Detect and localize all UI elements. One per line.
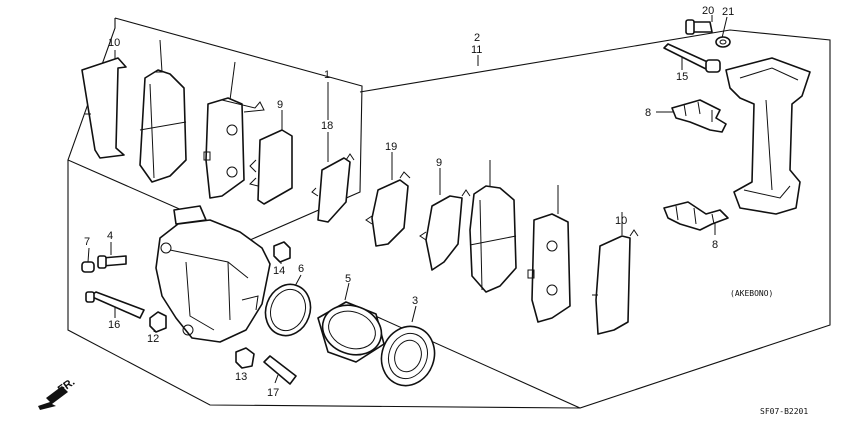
caliper-body-frame	[67, 160, 581, 409]
pad-clip-8-upper	[671, 99, 727, 133]
pad-9-upper	[203, 97, 265, 199]
shim-10-right	[592, 229, 639, 335]
shim-19	[365, 171, 411, 247]
callout-6: 6	[298, 263, 304, 275]
callout-labels: 10 9 1 18 19 9 10 2 11 8 8 15 20 21 7 4 …	[84, 5, 734, 399]
callout-9-upper: 9	[277, 99, 283, 111]
callout-2: 2	[474, 32, 480, 44]
bleeder-cap-7	[81, 261, 95, 273]
callout-8-upper: 8	[645, 107, 651, 119]
dust-boot-3	[380, 325, 436, 387]
pad-clip-8-lower	[663, 201, 729, 231]
callout-10-upper: 10	[108, 37, 120, 49]
callout-9-right: 9	[436, 157, 442, 169]
callout-21: 21	[722, 6, 734, 18]
callout-5: 5	[345, 273, 351, 285]
callout-11: 11	[471, 44, 482, 56]
pin-boot-13	[235, 347, 255, 369]
pin-bolt-16	[85, 291, 145, 319]
callout-15: 15	[676, 71, 688, 83]
piston-5	[317, 301, 385, 363]
callout-4: 4	[107, 230, 113, 242]
callout-7: 7	[84, 236, 90, 248]
pin-boot-12	[149, 311, 167, 333]
bleeder-screw-4	[97, 255, 127, 269]
callout-20: 20	[702, 5, 714, 17]
variant-note: (AKEBONO)	[730, 289, 773, 298]
front-direction-arrow	[38, 386, 68, 410]
callout-10-right: 10	[615, 215, 627, 227]
drawing-code: SF07-B2201	[760, 407, 808, 416]
callout-8-lower: 8	[712, 239, 718, 251]
callout-14: 14	[273, 265, 285, 277]
callout-13: 13	[235, 371, 247, 383]
guide-pin-17	[263, 355, 297, 385]
shim-9-upper	[249, 129, 293, 205]
caliper-body	[155, 205, 271, 343]
callout-1: 1	[324, 69, 330, 81]
pad-inner-right	[469, 185, 517, 293]
pad-outer-right	[527, 213, 571, 323]
callout-17: 17	[267, 387, 279, 399]
shim-18	[311, 153, 355, 223]
piston-seal-6	[264, 283, 312, 337]
shim-9-right	[419, 189, 471, 271]
callout-18: 18	[321, 120, 333, 132]
callout-3: 3	[412, 295, 418, 307]
shim-10-upper	[81, 57, 127, 159]
pad-upper-outer	[139, 69, 187, 183]
pad-kit-frame-right	[359, 29, 831, 409]
pin-boot-14	[273, 241, 291, 263]
guide-pin-15	[663, 43, 721, 73]
washer-21	[715, 36, 731, 48]
bracket-bolt-20	[685, 19, 713, 35]
callout-16: 16	[108, 319, 120, 331]
caliper-bracket	[725, 57, 811, 215]
callout-19: 19	[385, 141, 397, 153]
callout-12: 12	[147, 333, 159, 345]
